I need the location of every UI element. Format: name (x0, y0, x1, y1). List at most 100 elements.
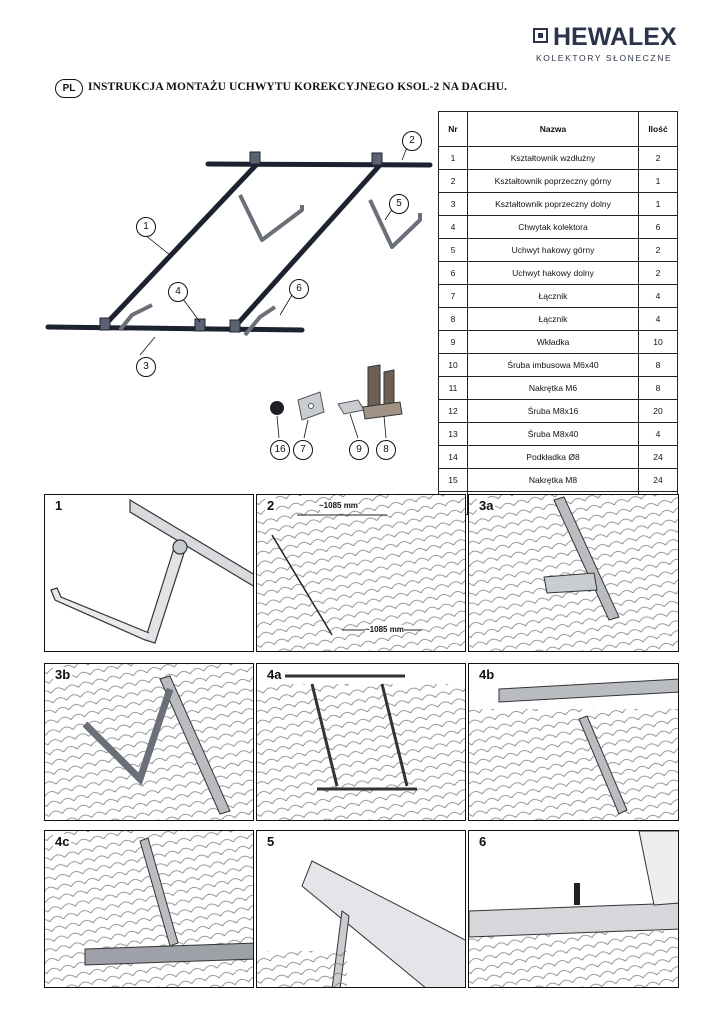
part-number: 4 (438, 215, 468, 239)
frame-overview-drawing: 1 2 3 4 5 6 (40, 125, 440, 377)
part-number: 8 (438, 307, 468, 331)
part-name: Łącznik (467, 307, 639, 331)
part-quantity: 4 (638, 284, 678, 308)
callout-3: 3 (136, 357, 156, 377)
part-number: 14 (438, 445, 468, 469)
callout-9: 9 (349, 440, 369, 460)
callout-8: 8 (376, 440, 396, 460)
callout-6: 6 (289, 279, 309, 299)
part-name: Uchwyt hakowy górny (467, 238, 639, 262)
part-quantity: 4 (638, 307, 678, 331)
step-1-drawing (50, 498, 253, 644)
part-number: 5 (438, 238, 468, 262)
part-quantity: 24 (638, 468, 678, 492)
step-panel-4a: 4a (256, 663, 466, 821)
part-quantity: 24 (638, 445, 678, 469)
step-panel-3b: 3b (44, 663, 254, 821)
part-number: 15 (438, 468, 468, 492)
part-number: 13 (438, 422, 468, 446)
step-label: 2 (265, 498, 277, 513)
part-name: Śruba M8x40 (467, 422, 639, 446)
frame-overview-svg (45, 139, 433, 356)
part-name: Nakrętka M6 (467, 376, 639, 400)
part-name: Kształtownik wzdłużny (467, 146, 639, 170)
logo-brand: HEWALEX (553, 23, 677, 51)
dimension-bottom: ~1085 mm (365, 625, 404, 634)
part-number: 6 (438, 261, 468, 285)
step-label: 1 (53, 498, 65, 513)
part-name: Wkładka (467, 330, 639, 354)
step-label: 4c (53, 834, 72, 849)
part-quantity: 8 (638, 376, 678, 400)
step-panel-1: 1 (44, 494, 254, 652)
callout-1: 1 (136, 217, 156, 237)
step-label: 4a (265, 667, 284, 682)
callout-7: 7 (293, 440, 313, 460)
step-panel-4b: 4b (468, 663, 679, 821)
part-name: Śruba M8x16 (467, 399, 639, 423)
part-quantity: 6 (638, 215, 678, 239)
step-panel-5: 5 (256, 830, 466, 988)
callout-2: 2 (402, 131, 422, 151)
part-number: 3 (438, 192, 468, 216)
logo-mark-icon (533, 28, 548, 43)
step-4c-drawing (45, 831, 253, 987)
part-number: 11 (438, 376, 468, 400)
part-quantity: 2 (638, 146, 678, 170)
step-4a-drawing (257, 674, 465, 820)
logo-subtitle: KOLEKTORY SŁONECZNE (536, 53, 673, 63)
part-quantity: 1 (638, 169, 678, 193)
language-badge: PL (55, 79, 83, 98)
part-name: Łącznik (467, 284, 639, 308)
step-panel-2: 2 ~1085 mm ~1085 mm (256, 494, 466, 652)
callout-4: 4 (168, 282, 188, 302)
col-qty: Ilość (638, 111, 678, 147)
step-panel-6: 6 (468, 830, 679, 988)
hardware-svg (270, 364, 403, 439)
part-number: 12 (438, 399, 468, 423)
part-quantity: 10 (638, 330, 678, 354)
step-4b-drawing (469, 678, 678, 820)
part-name: Śruba imbusowa M6x40 (467, 353, 639, 377)
hewalex-logo: HEWALEX KOLEKTORY SŁONECZNE (533, 23, 683, 64)
parts-table-header: Nr Nazwa Ilość (438, 111, 678, 147)
step-3b-drawing (45, 664, 253, 820)
part-quantity: 2 (638, 238, 678, 262)
callout-5: 5 (389, 194, 409, 214)
part-quantity: 2 (638, 261, 678, 285)
part-quantity: 4 (638, 422, 678, 446)
col-nr: Nr (438, 111, 468, 147)
part-name: Nakrętka M8 (467, 468, 639, 492)
part-number: 10 (438, 353, 468, 377)
dimension-top: ~1085 mm (319, 501, 358, 510)
part-number: 9 (438, 330, 468, 354)
part-number: 7 (438, 284, 468, 308)
step-5-drawing (257, 860, 465, 987)
part-name: Chwytak kolektora (467, 215, 639, 239)
part-quantity: 1 (638, 192, 678, 216)
step-label: 6 (477, 834, 489, 849)
step-panel-4c: 4c (44, 830, 254, 988)
part-quantity: 8 (638, 353, 678, 377)
step-label: 5 (265, 834, 277, 849)
step-label: 3a (477, 498, 496, 513)
step-3a-drawing (469, 495, 678, 651)
part-number: 2 (438, 169, 468, 193)
step-label: 3b (53, 667, 73, 682)
step-2-drawing (257, 495, 465, 651)
